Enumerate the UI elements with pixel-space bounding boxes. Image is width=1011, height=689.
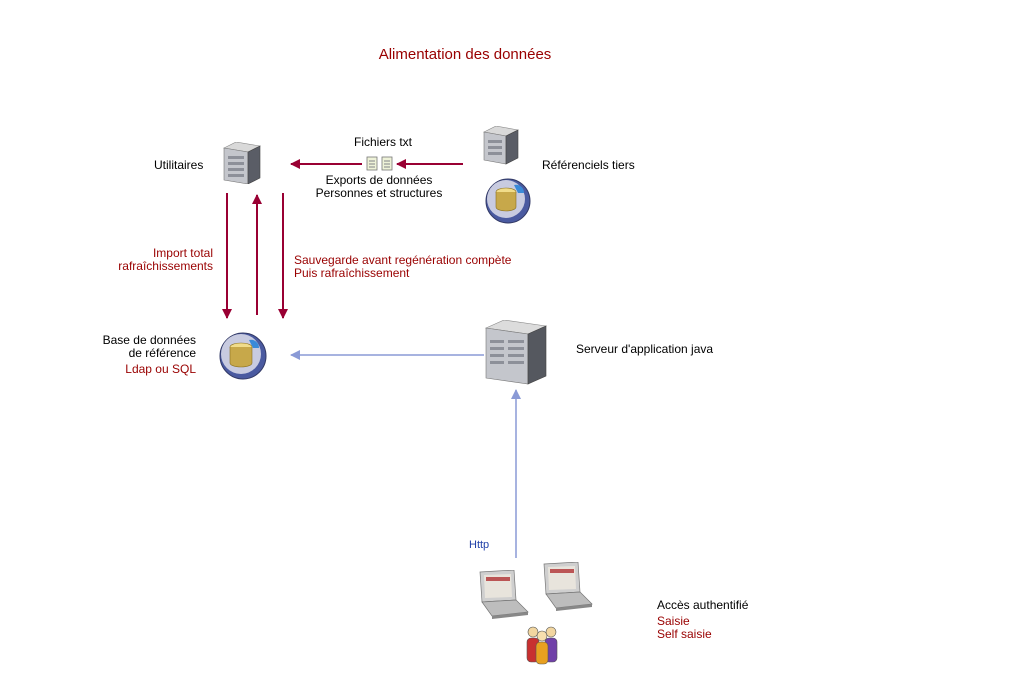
database-icon bbox=[219, 332, 267, 380]
base-label-line2: de référence bbox=[128, 346, 196, 360]
http-label: Http bbox=[469, 539, 490, 551]
laptop-icon bbox=[479, 570, 529, 619]
sauvegarde-label-line1: Sauvegarde avant regénération compète bbox=[294, 253, 512, 267]
import-label-line2: rafraîchissements bbox=[118, 259, 213, 273]
saisie-label: Saisie bbox=[657, 614, 690, 628]
fichiers-txt-label: Fichiers txt bbox=[354, 135, 413, 149]
application-server-icon bbox=[484, 320, 548, 385]
referenciels-label: Référenciels tiers bbox=[542, 158, 635, 172]
acces-label: Accès authentifié bbox=[657, 598, 749, 612]
database-icon bbox=[485, 178, 531, 224]
self-saisie-label: Self saisie bbox=[657, 627, 712, 641]
serveur-label: Serveur d'application java bbox=[576, 342, 714, 356]
laptop-icon bbox=[543, 562, 593, 611]
exports-label-line1: Exports de données bbox=[325, 173, 433, 187]
text-files-icon bbox=[366, 156, 393, 171]
users-group-icon bbox=[526, 626, 558, 665]
base-sub-label: Ldap ou SQL bbox=[125, 362, 196, 376]
import-label-line1: Import total bbox=[152, 246, 213, 260]
server-icon bbox=[223, 142, 261, 184]
utilitaires-label: Utilitaires bbox=[154, 158, 204, 172]
base-label-line1: Base de données bbox=[102, 333, 196, 347]
diagram-title: Alimentation des données bbox=[378, 46, 552, 63]
exports-label-line2: Personnes et structures bbox=[315, 186, 443, 200]
server-icon bbox=[483, 126, 519, 165]
sauvegarde-label-line2: Puis rafraîchissement bbox=[294, 266, 410, 280]
